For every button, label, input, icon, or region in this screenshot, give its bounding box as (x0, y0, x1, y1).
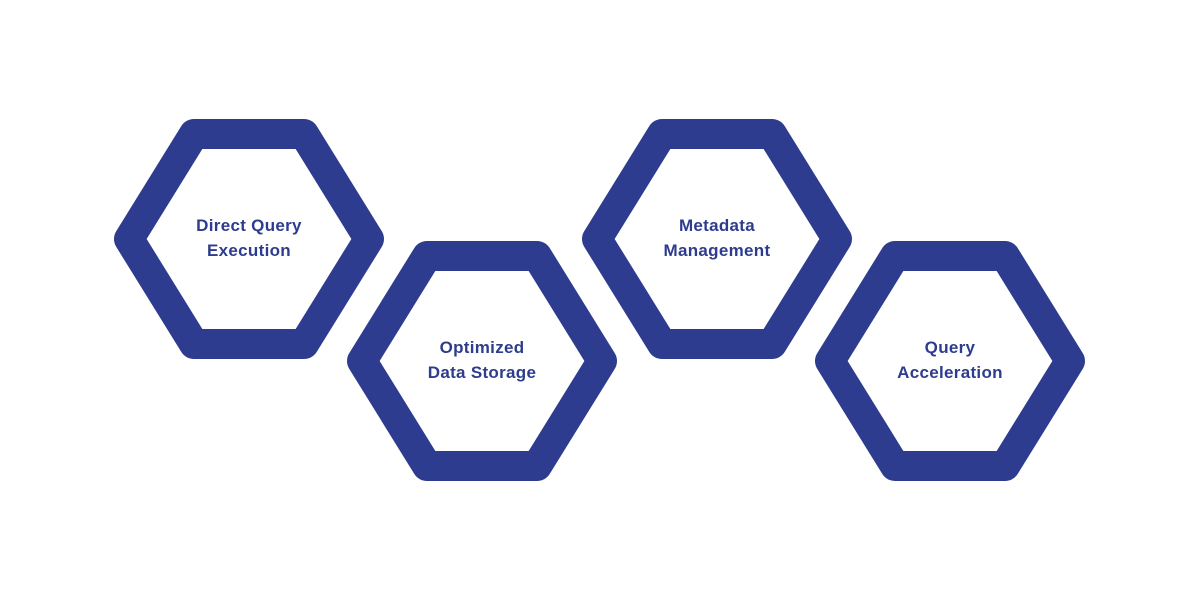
hexagon-query-acceleration: Query Acceleration (814, 240, 1086, 482)
hexagon-direct-query-execution: Direct Query Execution (113, 118, 385, 360)
hexagon-label-metadata-management: Metadata Management (663, 216, 771, 260)
hexagon-outline-icon (815, 241, 1085, 481)
hexagon-label-query-acceleration: Query Acceleration (897, 338, 1003, 382)
hexagon-outline-icon (582, 119, 852, 359)
hexagon-optimized-data-storage: Optimized Data Storage (346, 240, 618, 482)
hexagon-outline-icon (347, 241, 617, 481)
hexagon-outline-icon (114, 119, 384, 359)
hexagon-label-direct-query-execution: Direct Query Execution (196, 216, 302, 260)
hexagon-label-optimized-data-storage: Optimized Data Storage (427, 338, 537, 382)
hexagon-metadata-management: Metadata Management (581, 118, 853, 360)
